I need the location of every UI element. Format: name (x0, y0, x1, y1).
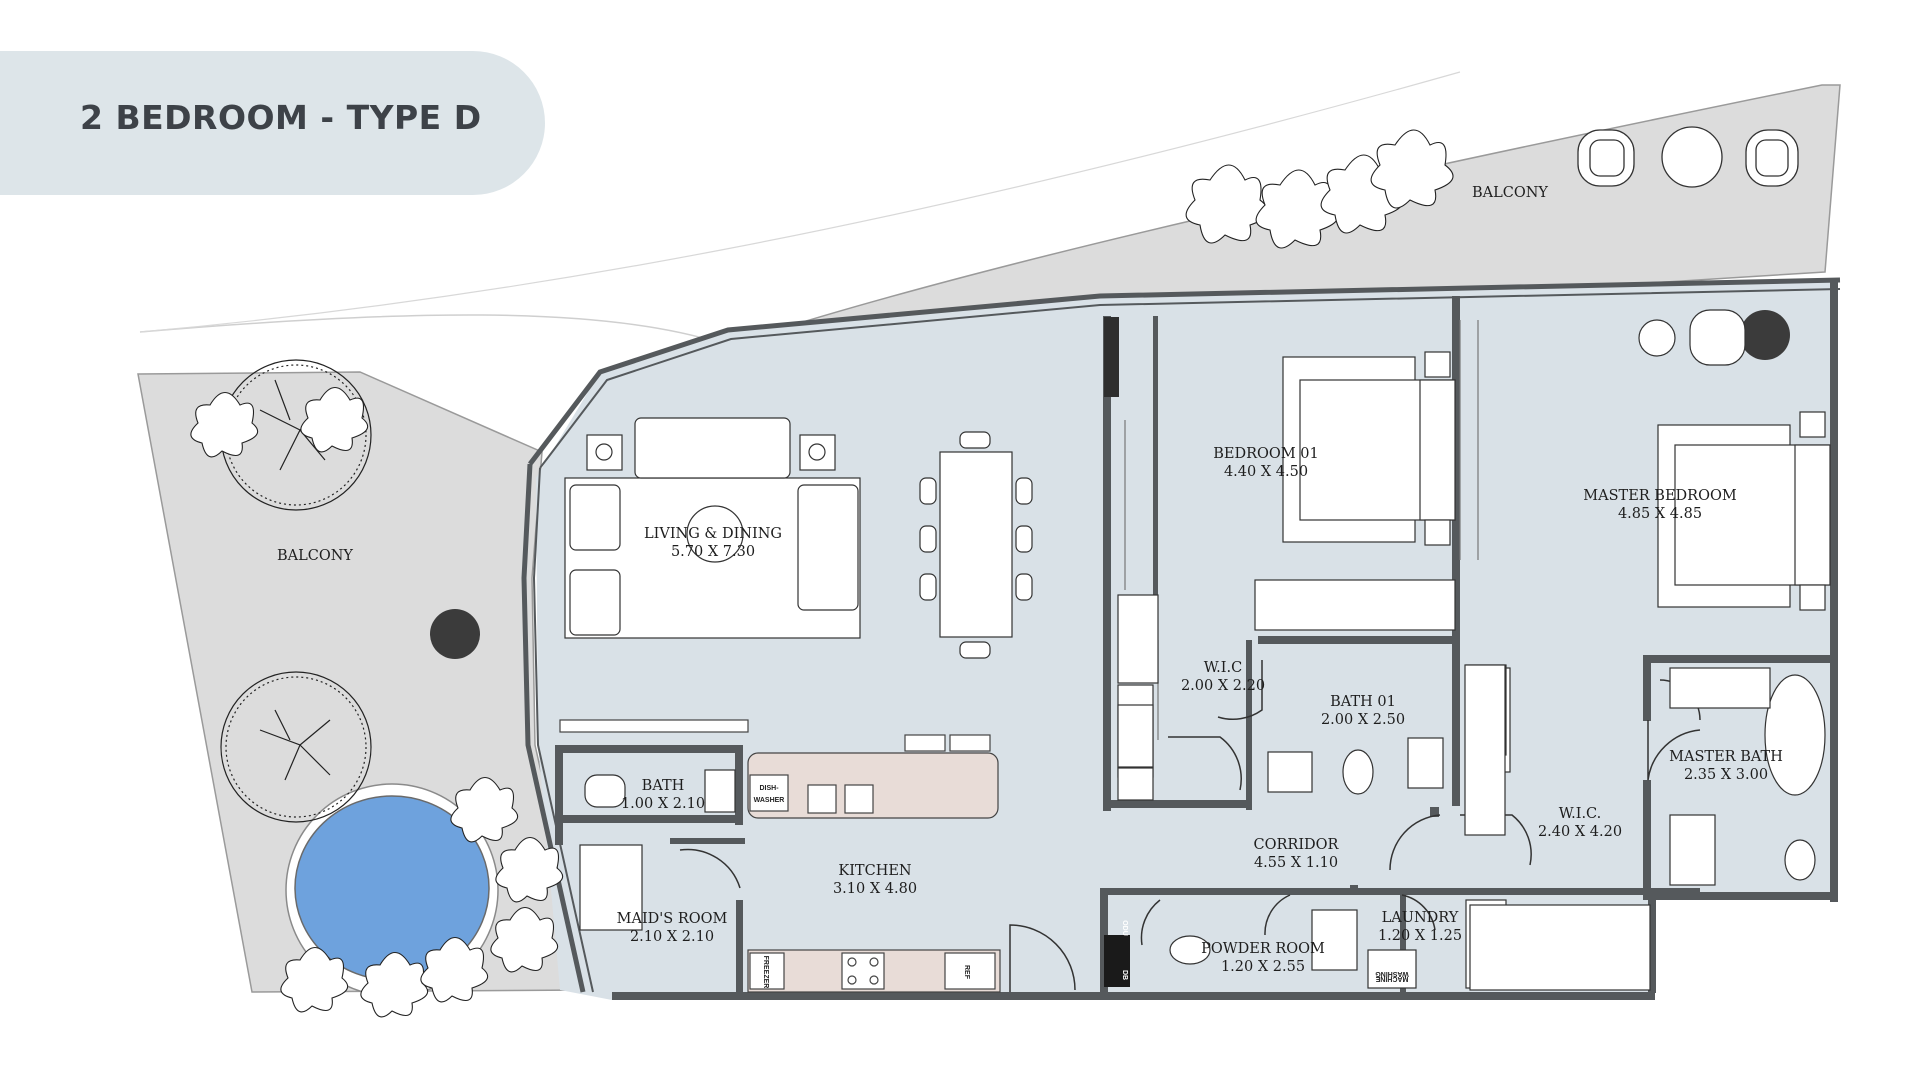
washing-label-2: MACHINE (1375, 975, 1408, 982)
plants (190, 129, 1454, 1018)
beds (1254, 309, 1831, 991)
kitchen-size: 3.10 X 4.80 (833, 881, 917, 897)
maids-room-size: 2.10 X 2.10 (630, 929, 714, 945)
master-bedroom-name: MASTER BEDROOM (1583, 488, 1737, 504)
db-label: DB (1121, 970, 1128, 980)
wic1-name: W.I.C (1204, 660, 1242, 676)
title-banner (0, 51, 545, 195)
master-bedroom-size: 4.85 X 4.85 (1618, 506, 1702, 522)
bath01-name: BATH 01 (1330, 694, 1396, 710)
powder-room-name: POWDER ROOM (1201, 941, 1325, 957)
bedroom01-size: 4.40 X 4.50 (1224, 464, 1308, 480)
balcony-top-label: BALCONY (1472, 185, 1548, 201)
washing-label-1: WASHING (1375, 970, 1409, 977)
wic2-name: W.I.C. (1559, 806, 1602, 822)
corridor-name: CORRIDOR (1254, 837, 1340, 853)
wic2-size: 2.40 X 4.20 (1538, 824, 1622, 840)
columns (430, 310, 1790, 659)
dishwasher-label-2: WASHER (754, 797, 785, 804)
dishwasher-label-1: DISH- (759, 785, 779, 792)
living-furniture (564, 417, 1033, 659)
bedroom01-name: BEDROOM 01 (1213, 446, 1318, 462)
odu-label: ODU (1121, 920, 1128, 936)
walls (555, 282, 1838, 1000)
balcony-left-label: BALCONY (277, 548, 353, 564)
plan-title: 2 BEDROOM - TYPE D (80, 98, 482, 137)
bath01-size: 2.00 X 2.50 (1321, 712, 1405, 728)
laundry-size: 1.20 X 1.25 (1378, 928, 1462, 944)
corridor-size: 4.55 X 1.10 (1254, 855, 1338, 871)
living-size: 5.70 X 7.30 (671, 544, 755, 560)
wic1-size: 2.00 X 2.20 (1181, 678, 1265, 694)
bath-name: BATH (642, 778, 685, 794)
balcony-furniture (1577, 126, 1799, 188)
kitchen-name: KITCHEN (838, 863, 912, 879)
wall-details (1104, 317, 1479, 987)
powder-room-size: 1.20 X 2.55 (1221, 959, 1305, 975)
freezer-label: FREEZER (762, 956, 769, 989)
maids-room-name: MAID'S ROOM (617, 911, 728, 927)
interior-floor (536, 282, 1830, 1000)
ref-label: REF (963, 965, 970, 980)
bath-size: 1.00 X 2.10 (621, 796, 705, 812)
kitchen-counters (559, 719, 1001, 993)
master-bath-name: MASTER BATH (1669, 749, 1783, 765)
master-bath-size: 2.35 X 3.00 (1684, 767, 1768, 783)
living-name: LIVING & DINING (644, 526, 782, 542)
laundry-name: LAUNDRY (1382, 910, 1459, 926)
